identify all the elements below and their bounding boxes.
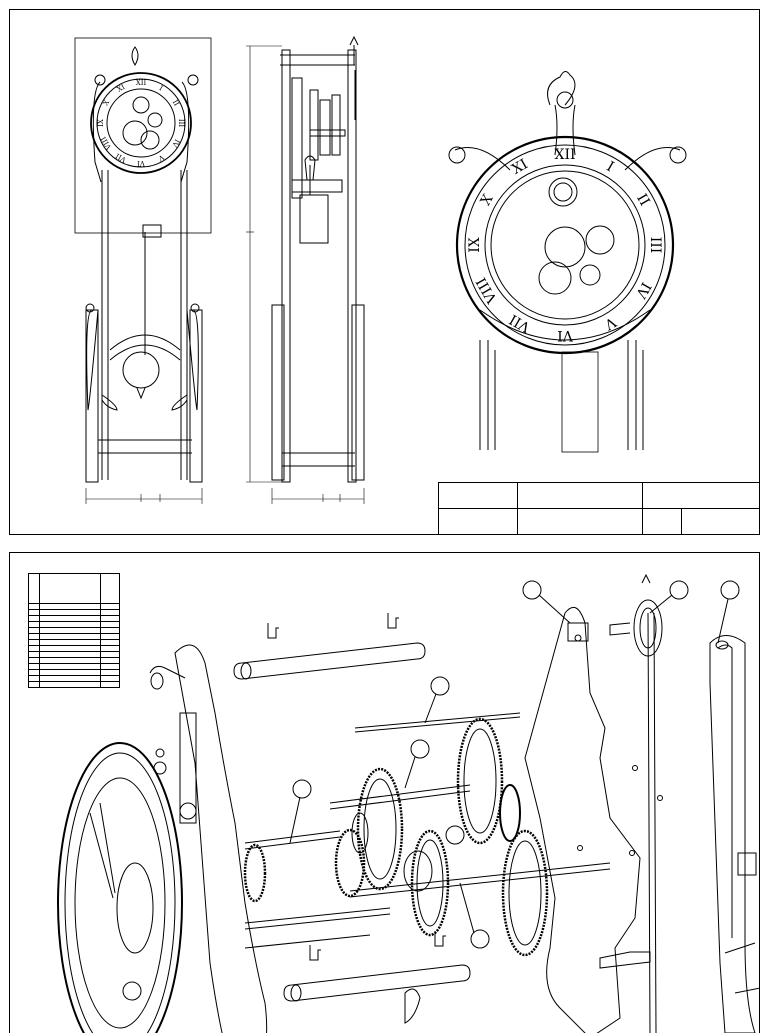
title-cell-6 <box>643 509 682 535</box>
dial-numeral: IX <box>467 237 483 253</box>
parts-list-cell <box>29 682 40 688</box>
parts-list-cell <box>101 682 120 688</box>
drawing-sheet-2 <box>9 552 760 1033</box>
parts-list-header-cell <box>101 574 120 604</box>
dial-numeral: V <box>156 152 166 162</box>
dial-numeral: VI <box>137 159 146 167</box>
dial-numeral: VII <box>507 311 534 336</box>
title-block <box>438 482 760 535</box>
title-cell-1 <box>439 483 518 509</box>
back-plate <box>525 575 663 1033</box>
title-cell-3 <box>643 483 760 509</box>
large-finial <box>548 71 575 105</box>
dial-numeral: II <box>171 99 181 108</box>
dial-numeral: X <box>102 99 111 107</box>
side-view <box>246 37 364 504</box>
title-cell-7 <box>682 509 760 535</box>
exploded-view-drawing <box>10 553 759 1033</box>
front-plate <box>150 645 267 1033</box>
parts-list-table <box>28 573 120 688</box>
arbor-rod <box>355 713 520 728</box>
dial-numeral: XII <box>136 79 147 87</box>
lower-pillar <box>284 931 470 1023</box>
dial-numeral: II <box>633 191 652 209</box>
title-cell-2 <box>518 483 643 509</box>
side-column <box>710 636 759 1033</box>
parts-list-row <box>29 682 120 688</box>
parts-list-header-cell <box>40 574 101 604</box>
exploded-dial <box>58 743 182 1033</box>
dial-numeral: VIII <box>99 135 113 152</box>
dial-numeral: XI <box>116 83 127 94</box>
detail-box <box>75 38 211 233</box>
dial-numeral: IV <box>170 138 181 150</box>
dial-numeral: I <box>604 159 617 176</box>
parts-list-header-cell <box>29 574 40 604</box>
dial-numeral: X <box>478 192 497 209</box>
detail-view <box>449 71 686 452</box>
dial-numeral: IV <box>632 279 654 301</box>
title-cell-4 <box>439 509 518 535</box>
dial-numeral: I <box>158 84 165 92</box>
dial-numeral: IX <box>97 119 105 127</box>
dial-numeral: III <box>647 237 663 254</box>
dial-numeral: VI <box>557 327 574 343</box>
parts-list-cell <box>40 682 101 688</box>
large-dial-outer <box>457 137 673 353</box>
front-view <box>75 38 211 504</box>
dial-numeral: VIII <box>473 274 501 306</box>
title-cell-5 <box>518 509 643 535</box>
dial-numeral: III <box>177 119 185 128</box>
finial <box>132 47 138 65</box>
dial-numeral: XII <box>554 147 575 163</box>
dial-numeral: V <box>601 313 619 333</box>
upper-pillar <box>234 613 425 679</box>
